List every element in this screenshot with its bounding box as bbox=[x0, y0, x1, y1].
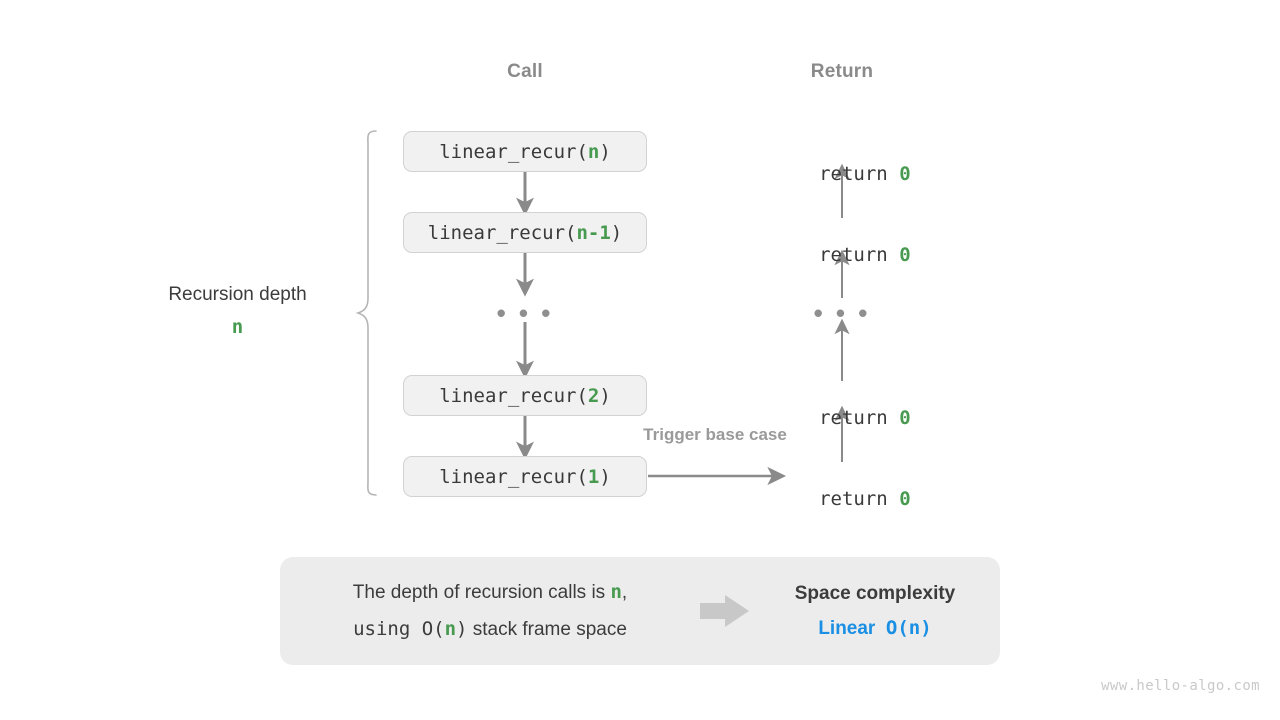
conclusion-banner: The depth of recursion calls is n, using… bbox=[280, 557, 1000, 665]
call-frame-suffix: ) bbox=[610, 221, 623, 244]
call-frame-box[interactable]: linear_recur(n-1) bbox=[403, 212, 647, 253]
call-frame-box[interactable]: linear_recur(2) bbox=[403, 375, 647, 416]
return-keyword: return bbox=[819, 163, 900, 185]
return-statement: return 0 bbox=[742, 141, 942, 207]
return-keyword: return bbox=[819, 244, 900, 266]
call-frame-suffix: ) bbox=[599, 465, 611, 488]
return-keyword: return bbox=[819, 407, 900, 429]
call-frame-box[interactable]: linear_recur(n) bbox=[403, 131, 647, 172]
call-frame-box[interactable]: linear_recur(1) bbox=[403, 456, 647, 497]
return-statement: return 0 bbox=[742, 222, 942, 288]
call-frame-suffix: ) bbox=[599, 140, 611, 163]
return-value: 0 bbox=[899, 407, 911, 429]
call-frame-prefix: linear_recur( bbox=[427, 221, 577, 244]
right-arrow-icon bbox=[690, 594, 760, 628]
column-header-return: Return bbox=[810, 61, 874, 82]
call-frame-arg: 2 bbox=[587, 384, 600, 407]
call-frame-prefix: linear_recur( bbox=[439, 140, 588, 163]
return-value: 0 bbox=[899, 488, 911, 510]
trigger-base-case-note: Trigger base case bbox=[643, 425, 787, 444]
banner-line2-text-b: stack frame space bbox=[467, 619, 627, 640]
ellipsis-icon: • • • bbox=[496, 298, 554, 328]
call-frame-suffix: ) bbox=[599, 384, 611, 407]
complexity-notation: O(n) bbox=[885, 617, 932, 639]
call-frame-arg: 1 bbox=[587, 465, 600, 488]
complexity-word: Linear bbox=[818, 618, 876, 639]
call-frame-arg: n-1 bbox=[576, 221, 611, 244]
banner-conclusion: Space complexity Linear O(n) bbox=[760, 578, 990, 645]
space-complexity-title: Space complexity bbox=[794, 582, 956, 604]
return-value: 0 bbox=[899, 244, 911, 266]
banner-line-1: The depth of recursion calls is n, bbox=[290, 574, 690, 611]
recursion-depth-brace bbox=[355, 130, 377, 496]
recursion-depth-label: Recursion depth n bbox=[130, 285, 345, 337]
call-frame-arg: n bbox=[587, 140, 600, 163]
banner-line2-close: ) bbox=[456, 618, 468, 640]
banner-explanation: The depth of recursion calls is n, using… bbox=[290, 574, 690, 648]
complexity-spacer bbox=[875, 618, 886, 639]
banner-line2-highlight: n bbox=[444, 618, 457, 640]
banner-line1-highlight: n bbox=[610, 580, 622, 603]
recursion-depth-value: n bbox=[231, 316, 244, 338]
space-complexity-value: Linear O(n) bbox=[760, 613, 990, 644]
watermark: www.hello-algo.com bbox=[1101, 678, 1260, 694]
call-frame-prefix: linear_recur( bbox=[439, 384, 588, 407]
return-statement: return 0 bbox=[742, 466, 942, 532]
recursion-depth-text: Recursion depth bbox=[168, 284, 307, 305]
column-header-call: Call bbox=[507, 61, 543, 82]
banner-line1-text-a: The depth of recursion calls is bbox=[352, 581, 611, 603]
banner-line1-text-b: , bbox=[621, 581, 628, 603]
return-keyword: return bbox=[819, 488, 900, 510]
return-statement: return 0 bbox=[742, 385, 942, 451]
banner-line-2: using O(n) stack frame space bbox=[290, 611, 690, 648]
banner-line2-text-a: using O( bbox=[353, 618, 445, 640]
ellipsis-icon: • • • bbox=[813, 298, 871, 328]
return-value: 0 bbox=[899, 163, 911, 185]
call-frame-prefix: linear_recur( bbox=[439, 465, 588, 488]
